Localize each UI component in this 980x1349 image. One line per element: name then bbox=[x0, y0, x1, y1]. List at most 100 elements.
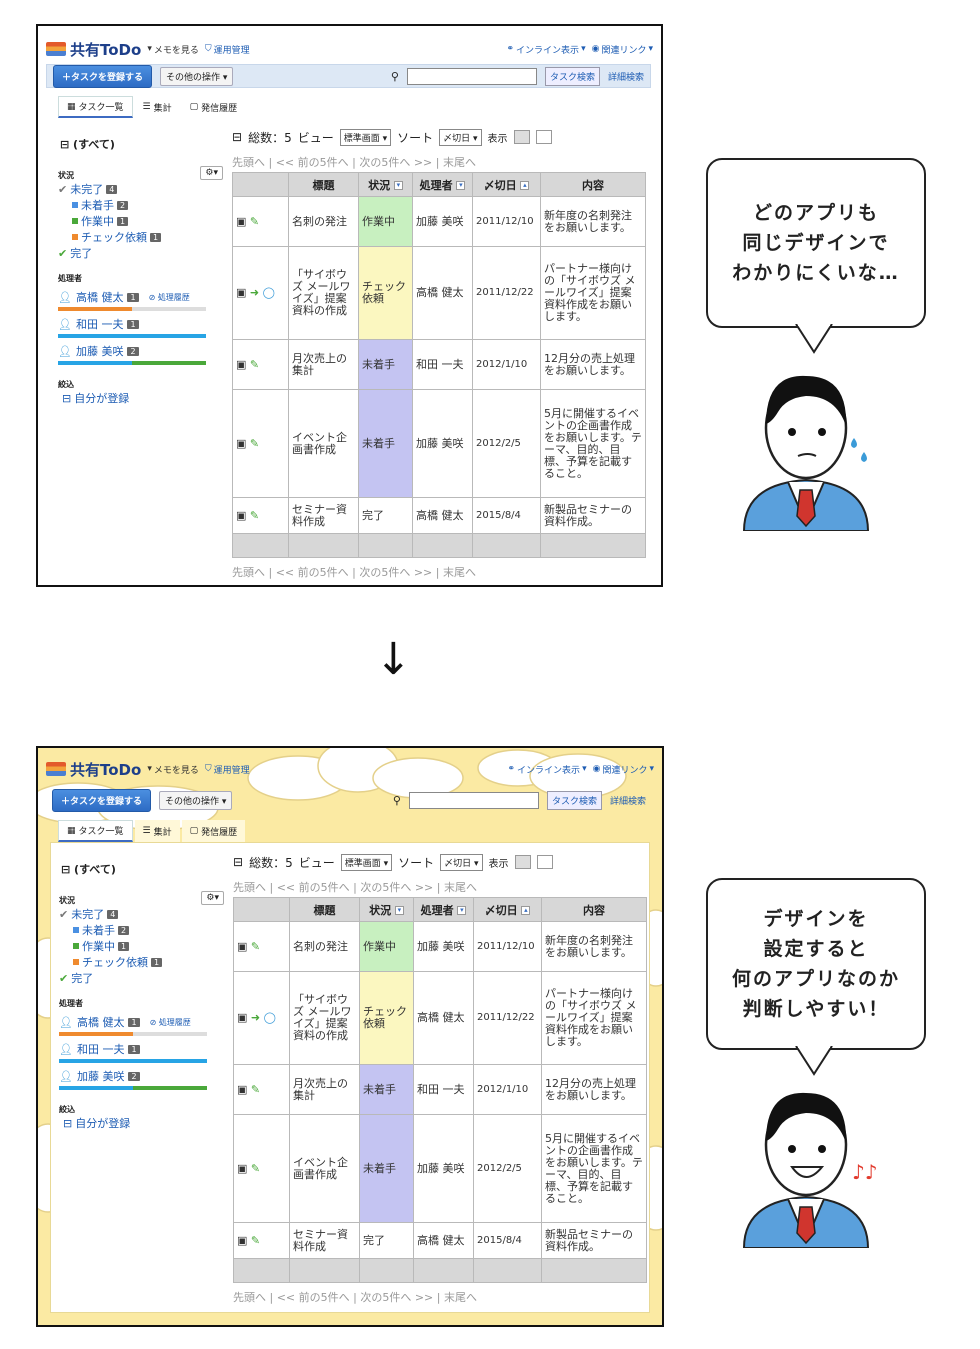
row-icons[interactable]: ▣ ✎ bbox=[233, 921, 290, 972]
row-icons[interactable]: ▣ ➜ ◯ bbox=[233, 971, 290, 1065]
row-icons[interactable]: ▣ ✎ bbox=[232, 497, 289, 534]
row-title[interactable]: 「サイボウズ メールワイズ」提案資料の作成 bbox=[289, 971, 360, 1065]
row-icons[interactable]: ▣ ➜ ◯ bbox=[232, 246, 289, 340]
app-logo[interactable]: 共有ToDo bbox=[46, 39, 141, 60]
search-input[interactable] bbox=[406, 67, 537, 85]
collapse-icon[interactable]: ⊟ bbox=[232, 130, 243, 144]
row-icons[interactable]: ▣ ✎ bbox=[232, 389, 289, 498]
pager-bottom[interactable]: 先頭へ | << 前の5件へ | 次の5件へ >> | 末尾へ bbox=[232, 566, 476, 579]
row-icons[interactable]: ▣ ✎ bbox=[233, 1114, 290, 1223]
row-title[interactable]: 月次売上の集計 bbox=[288, 339, 359, 390]
row-title[interactable]: イベント企画書作成 bbox=[288, 389, 359, 498]
search-button[interactable]: タスク検索 bbox=[546, 790, 602, 810]
filter-mine[interactable]: ⊟ 自分が登録 bbox=[63, 1116, 131, 1131]
other-ops-button[interactable]: その他の操作 ▾ bbox=[160, 66, 234, 86]
tab-summary[interactable]: ☰集計 bbox=[135, 96, 180, 118]
grid-toggle[interactable] bbox=[513, 130, 530, 144]
tab-task-list[interactable]: ▦タスク一覧 bbox=[58, 96, 133, 118]
collapse-icon[interactable]: ⊟ bbox=[233, 855, 244, 869]
app-logo[interactable]: 共有ToDo bbox=[46, 759, 141, 780]
col-content[interactable]: 内容 bbox=[540, 172, 646, 197]
row-title[interactable]: イベント企画書作成 bbox=[289, 1114, 360, 1223]
col-status[interactable]: 状況 ▾ bbox=[358, 172, 413, 197]
sort-select[interactable]: 〆切日 ▾ bbox=[439, 128, 482, 146]
add-task-button[interactable]: ＋タスクを登録する bbox=[52, 788, 152, 812]
row-icons[interactable]: ▣ ✎ bbox=[233, 1222, 290, 1259]
col-assignee[interactable]: 処理者 ▾ bbox=[412, 172, 473, 197]
history-link[interactable]: ⊘ 処理履歴 bbox=[149, 1017, 191, 1027]
list-toggle[interactable] bbox=[536, 855, 553, 869]
row-icons[interactable]: ▣ ✎ bbox=[232, 339, 289, 390]
memo-link[interactable]: ▾メモを見る bbox=[147, 44, 199, 56]
row-title[interactable]: セミナー資料作成 bbox=[289, 1222, 360, 1259]
row-title[interactable]: 名刺の発注 bbox=[288, 196, 359, 247]
status-item-done[interactable]: ✔完了 bbox=[58, 245, 223, 261]
col-status[interactable]: 状況 ▾ bbox=[359, 897, 414, 922]
memo-link[interactable]: ▾メモを見る bbox=[147, 764, 199, 776]
row-icons[interactable]: ▣ ✎ bbox=[232, 196, 289, 247]
filter-all[interactable]: ⊟ (すべて) bbox=[61, 863, 116, 876]
admin-link[interactable]: ⛉運用管理 bbox=[205, 43, 250, 56]
related-links[interactable]: ◉関連リンク▾ bbox=[591, 44, 653, 56]
row-title[interactable]: 名刺の発注 bbox=[289, 921, 360, 972]
search-button[interactable]: タスク検索 bbox=[544, 66, 600, 86]
tab-summary[interactable]: ☰集計 bbox=[134, 820, 180, 842]
col-assignee[interactable]: 処理者 ▾ bbox=[413, 897, 474, 922]
filter-mine[interactable]: ⊟ 自分が登録 bbox=[62, 391, 130, 406]
row-title[interactable]: 「サイボウズ メールワイズ」提案資料の作成 bbox=[288, 246, 359, 340]
admin-link[interactable]: ⛉運用管理 bbox=[205, 763, 250, 776]
advanced-search-link[interactable]: 詳細検索 bbox=[609, 796, 646, 807]
tab-history[interactable]: ▢発信履歴 bbox=[182, 96, 246, 118]
gear-icon[interactable]: ⚙▾ bbox=[200, 166, 223, 180]
inline-view-link[interactable]: ⚭インライン表示▾ bbox=[506, 44, 586, 56]
view-select[interactable]: 標準画面 ▾ bbox=[339, 128, 392, 146]
history-link[interactable]: ⊘ 処理履歴 bbox=[148, 292, 190, 302]
pager-bottom[interactable]: 先頭へ | << 前の5件へ | 次の5件へ >> | 末尾へ bbox=[233, 1291, 477, 1304]
sort-select[interactable]: 〆切日 ▾ bbox=[440, 853, 483, 871]
add-task-button[interactable]: ＋タスクを登録する bbox=[53, 64, 153, 88]
row-title[interactable]: セミナー資料作成 bbox=[288, 497, 359, 534]
col-due[interactable]: 〆切日 ▴ bbox=[473, 897, 542, 922]
view-select[interactable]: 標準画面 ▾ bbox=[340, 853, 393, 871]
pager-top[interactable]: 先頭へ | << 前の5件へ | 次の5件へ >> | 末尾へ bbox=[233, 881, 477, 894]
search-input[interactable] bbox=[408, 791, 539, 809]
status-item-done[interactable]: ✔完了 bbox=[59, 970, 224, 986]
col-content[interactable]: 内容 bbox=[541, 897, 647, 922]
col-title[interactable]: 標題 bbox=[289, 897, 360, 922]
col-title[interactable]: 標題 bbox=[288, 172, 359, 197]
tab-task-list[interactable]: ▦タスク一覧 bbox=[58, 820, 133, 842]
inline-view-link[interactable]: ⚭インライン表示▾ bbox=[507, 764, 587, 776]
tab-history[interactable]: ▢発信履歴 bbox=[181, 820, 246, 842]
grid-toggle[interactable] bbox=[514, 855, 531, 869]
advanced-search-link[interactable]: 詳細検索 bbox=[607, 72, 644, 83]
other-ops-button[interactable]: その他の操作 ▾ bbox=[159, 790, 233, 810]
related-links[interactable]: ◉関連リンク▾ bbox=[592, 764, 654, 776]
row-title[interactable]: 月次売上の集計 bbox=[289, 1064, 360, 1115]
gear-icon[interactable]: ⚙▾ bbox=[201, 891, 224, 905]
pager-top[interactable]: 先頭へ | << 前の5件へ | 次の5件へ >> | 末尾へ bbox=[232, 156, 476, 169]
col-due[interactable]: 〆切日 ▴ bbox=[472, 172, 541, 197]
filter-all[interactable]: ⊟ (すべて) bbox=[60, 138, 115, 151]
list-toggle[interactable] bbox=[535, 130, 552, 144]
